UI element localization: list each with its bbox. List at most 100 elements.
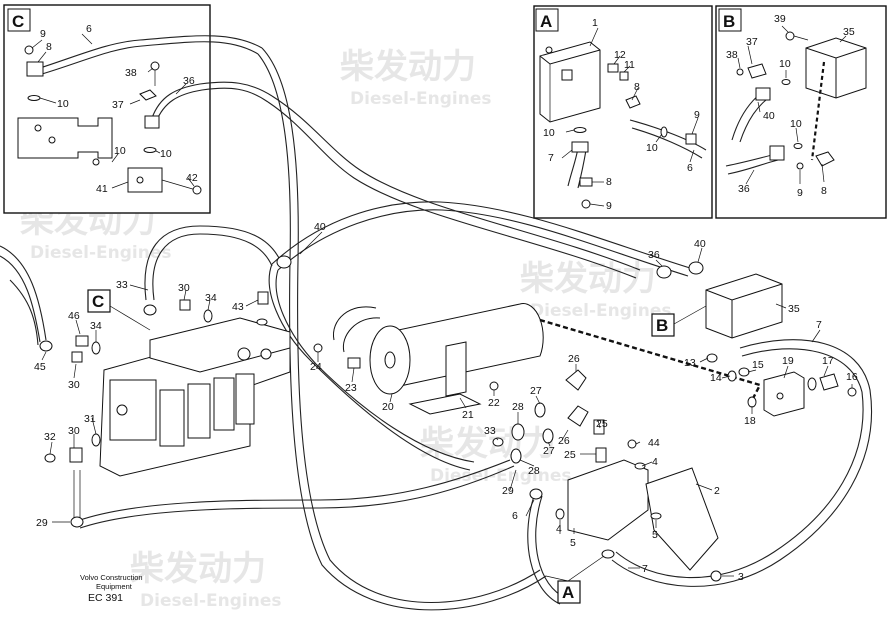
- label: 36: [738, 183, 750, 195]
- label: 25: [596, 418, 608, 430]
- valve-section: [235, 373, 255, 425]
- label: 37: [746, 36, 758, 48]
- label: 30: [178, 282, 190, 294]
- hose-6: [629, 119, 707, 151]
- label: 20: [382, 401, 394, 413]
- label: 10: [646, 142, 658, 154]
- inset-c-letter-box: [7, 8, 31, 32]
- fitting-12: [607, 63, 619, 73]
- fitting-46: [75, 335, 89, 347]
- block-19: [763, 371, 805, 417]
- fitting-34: [203, 309, 213, 323]
- label: 9: [606, 200, 612, 212]
- connector: [561, 69, 573, 81]
- footer: Volvo Construction Equipment EC 391: [80, 573, 143, 604]
- hose-7: [611, 339, 872, 587]
- washer-4: [634, 462, 646, 470]
- clamp-17: [819, 373, 839, 391]
- bolt-24: [313, 343, 323, 353]
- label: 41: [96, 183, 108, 195]
- main-assembly: C B A: [0, 47, 872, 611]
- hose-7: [615, 348, 864, 579]
- elbow-26: [567, 405, 589, 427]
- drawing-code: EC 391: [88, 592, 123, 604]
- bolt-9: [581, 199, 591, 209]
- label: 14: [710, 372, 722, 384]
- hose-36: [271, 95, 641, 271]
- label: 43: [232, 301, 244, 313]
- port: [92, 158, 100, 166]
- hose-6: [261, 47, 541, 604]
- watermark-en: Diesel-Engines: [530, 301, 671, 321]
- bolt-16: [847, 387, 857, 397]
- watermark-en: Diesel-Engines: [30, 243, 171, 263]
- watermark-cn: 柴发动力: [520, 259, 656, 299]
- label: 30: [68, 379, 80, 391]
- label: 10: [790, 118, 802, 130]
- fitting-28: [511, 423, 525, 441]
- hose-6: [39, 35, 263, 69]
- label: 6: [86, 23, 92, 35]
- label: 6: [512, 510, 518, 522]
- label: 8: [46, 41, 52, 53]
- label: 21: [462, 409, 474, 421]
- callout-a-box: [557, 580, 581, 604]
- label: 18: [744, 415, 756, 427]
- hose-40: [268, 263, 471, 471]
- inset-b-letter-box: [718, 8, 742, 32]
- sensor-box-35: [705, 273, 783, 339]
- fitting-7: [571, 141, 589, 153]
- valve-top-plate: [149, 317, 291, 373]
- label: 5: [652, 529, 658, 541]
- valve-section: [213, 377, 235, 431]
- seal-ring-10: [143, 147, 157, 153]
- watermark-cn: 柴发动力: [340, 47, 476, 87]
- hose-33: [144, 225, 281, 301]
- label: 36: [648, 249, 660, 261]
- inset-a-letter-box: [535, 8, 559, 32]
- port: [136, 176, 144, 184]
- callout-a-pointer: [545, 555, 605, 582]
- seal-5: [555, 508, 565, 520]
- fitting-34: [91, 341, 101, 355]
- label: 42: [186, 172, 198, 184]
- port: [116, 404, 128, 416]
- label: 6: [687, 162, 693, 174]
- seal-ring-10: [660, 126, 668, 138]
- fitting-30: [179, 299, 191, 311]
- accumulator-20-port: [384, 351, 396, 369]
- fitting-40: [755, 87, 771, 101]
- strap-23: [333, 306, 377, 341]
- sensor-box-35-edge: [705, 283, 783, 338]
- fitting-40: [276, 255, 292, 269]
- seal-ring: [807, 377, 817, 391]
- screw: [545, 46, 553, 54]
- label: 44: [648, 437, 660, 449]
- label: 1: [592, 17, 598, 29]
- label: 36: [183, 75, 195, 87]
- hose-7: [577, 149, 587, 189]
- nut-9: [685, 133, 697, 145]
- nut-23: [347, 357, 361, 369]
- seal-18: [747, 396, 757, 408]
- fitting-28: [510, 448, 522, 464]
- label: 31: [84, 413, 96, 425]
- inset-a: A 1 12 11: [533, 5, 713, 219]
- port: [237, 347, 251, 361]
- label: 26: [568, 353, 580, 365]
- footer-company-line2: Equipment: [96, 582, 133, 591]
- bolt-22: [489, 381, 499, 391]
- label: 25: [564, 449, 576, 461]
- hose-40: [739, 99, 767, 143]
- sensor-box-35-edge: [805, 47, 867, 98]
- inset-c: C 9 8 6: [3, 4, 273, 214]
- label: 10: [779, 58, 791, 70]
- label: 38: [726, 49, 738, 61]
- label: 28: [512, 401, 524, 413]
- watermark-cn: 柴发动力: [130, 549, 266, 589]
- elbow-26: [565, 369, 587, 391]
- label: 9: [40, 28, 46, 40]
- label: 33: [116, 279, 128, 291]
- bolt-3: [710, 570, 722, 582]
